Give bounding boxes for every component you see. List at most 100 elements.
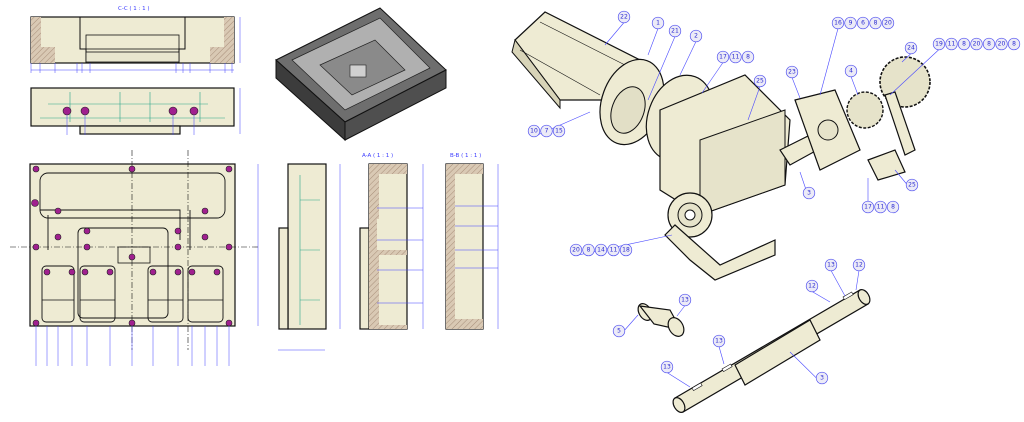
callout-shaft-assembly: 3 [799,171,816,200]
balloon-number: 25 [908,182,916,189]
balloon-number: 17 [864,204,872,211]
callout-sprocket-large: 24 [901,41,918,63]
balloon-number: 8 [746,54,750,61]
balloon-number: 25 [756,78,764,85]
balloon [741,50,755,64]
balloon-number: 13 [827,262,835,269]
leader-line [647,36,676,101]
balloon-number: 13 [663,364,671,371]
balloon-number: 23 [788,69,796,76]
side-view [278,163,341,351]
balloon [957,37,971,51]
balloon-number: 12 [855,262,863,269]
balloon-number: 20 [998,41,1006,48]
balloon [904,41,918,55]
balloon [844,64,858,78]
balloon [945,37,958,51]
balloon [932,37,946,51]
balloon-number: 10 [530,128,538,135]
callout-flange-1: 1 [647,16,665,56]
leader-line [889,49,940,96]
section-aa-title: A-A ( 1 : 1 ) [362,153,393,159]
leader-line [676,305,686,317]
leader-line [791,77,801,99]
balloon [668,24,682,38]
balloon-number: 8 [874,20,878,27]
callout-shaft-ring-left: 12 [805,279,831,303]
balloon-number: 14 [597,247,605,254]
callout-motor-bolts: 10 7 15 [527,111,591,138]
balloon-number: 9 [849,20,853,27]
balloon [856,16,870,30]
balloon-number: 19 [935,41,943,48]
balloon [844,16,857,30]
leader-line [718,346,725,365]
balloon [886,200,900,214]
balloon-number: 11 [877,204,885,211]
leader-line [855,270,860,291]
callout-bearing-bracket: 23 [785,65,801,99]
leader-line [819,28,839,96]
gearbox-assembly-3d [511,11,931,281]
balloon-number: 8 [1012,41,1016,48]
housing-3d-view [275,7,447,142]
balloon [753,74,767,88]
leader-line [747,86,761,121]
balloon-number: 5 [617,328,621,335]
balloon [881,16,895,30]
callout-sprocket-small: 4 [844,64,859,96]
balloon-number: 4 [849,68,853,75]
balloon [594,243,608,257]
balloon-number: 8 [962,41,966,48]
balloon-number: 3 [807,190,811,197]
section-aa-view: A-A ( 1 : 1 ) [359,153,424,330]
balloon-number: 8 [891,204,895,211]
plan-view [10,150,259,366]
balloon-number: 16 [834,20,842,27]
balloon-number: 20 [973,41,981,48]
balloon [660,360,674,374]
balloon-number: 8 [587,247,591,254]
callout-gearbox: 25 [747,74,767,121]
balloon [905,178,919,192]
leader-line [701,62,724,94]
balloon [689,29,703,43]
balloon [970,37,983,51]
dimension-ticks [30,63,233,73]
leader-line [679,41,697,76]
balloon-number: 2 [694,33,698,40]
balloon [982,37,996,51]
balloon [995,37,1008,51]
balloon-number: 11 [732,54,740,61]
balloon-number: 15 [555,128,563,135]
balloon [785,65,799,79]
balloon-number: 8 [987,41,991,48]
balloon-number: 20 [884,20,892,27]
balloon [678,293,692,307]
callout-motor: 22 [604,10,631,46]
balloon-number: 3 [820,375,824,382]
callout-bearing-bolts: 16 9 6 8 20 [819,16,895,96]
balloon-number: 6 [861,20,865,27]
balloon [815,371,829,385]
shaft-part-3d [672,289,871,413]
front-view [30,87,241,135]
balloon [824,258,838,272]
leader-line [901,53,912,63]
balloon [619,243,633,257]
callout-tensioner-nut: 17 11 8 [861,178,900,214]
leader-line [647,28,659,56]
balloon [552,124,566,138]
balloon [802,186,816,200]
balloon [805,279,819,293]
callout-shaft: 3 [789,351,829,385]
balloon [569,243,583,257]
balloon [861,200,875,214]
balloon-number: 7 [545,128,549,135]
balloon [651,16,665,30]
